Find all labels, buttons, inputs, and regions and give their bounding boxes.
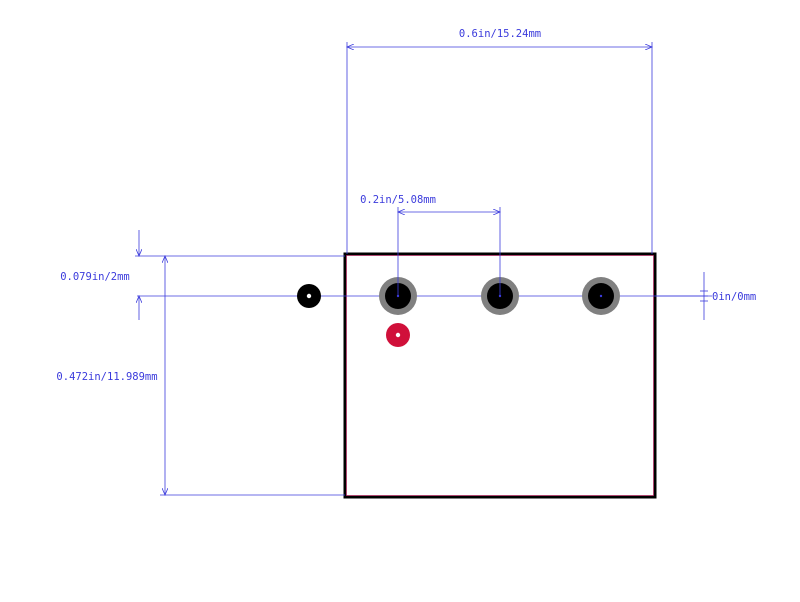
- body-height-dimension: [160, 256, 345, 495]
- side-offset-label: 0in/0mm: [712, 291, 756, 303]
- top-offset-dimension: [135, 230, 345, 320]
- pin-pitch-dimension: [398, 207, 500, 296]
- plated-through-hole-icon: [582, 277, 620, 315]
- pin-one-marker-icon: [386, 323, 410, 347]
- pin-pitch-label: 0.2in/5.08mm: [360, 194, 436, 206]
- top-offset-label: 0.079in/2mm: [60, 271, 130, 283]
- overall-width-label: 0.6in/15.24mm: [459, 28, 541, 40]
- body-height-label: 0.472in/11.989mm: [56, 371, 157, 383]
- side-offset-dimension: [655, 272, 712, 320]
- overall-width-dimension: [347, 42, 652, 254]
- mounting-hole-icon: [297, 284, 321, 308]
